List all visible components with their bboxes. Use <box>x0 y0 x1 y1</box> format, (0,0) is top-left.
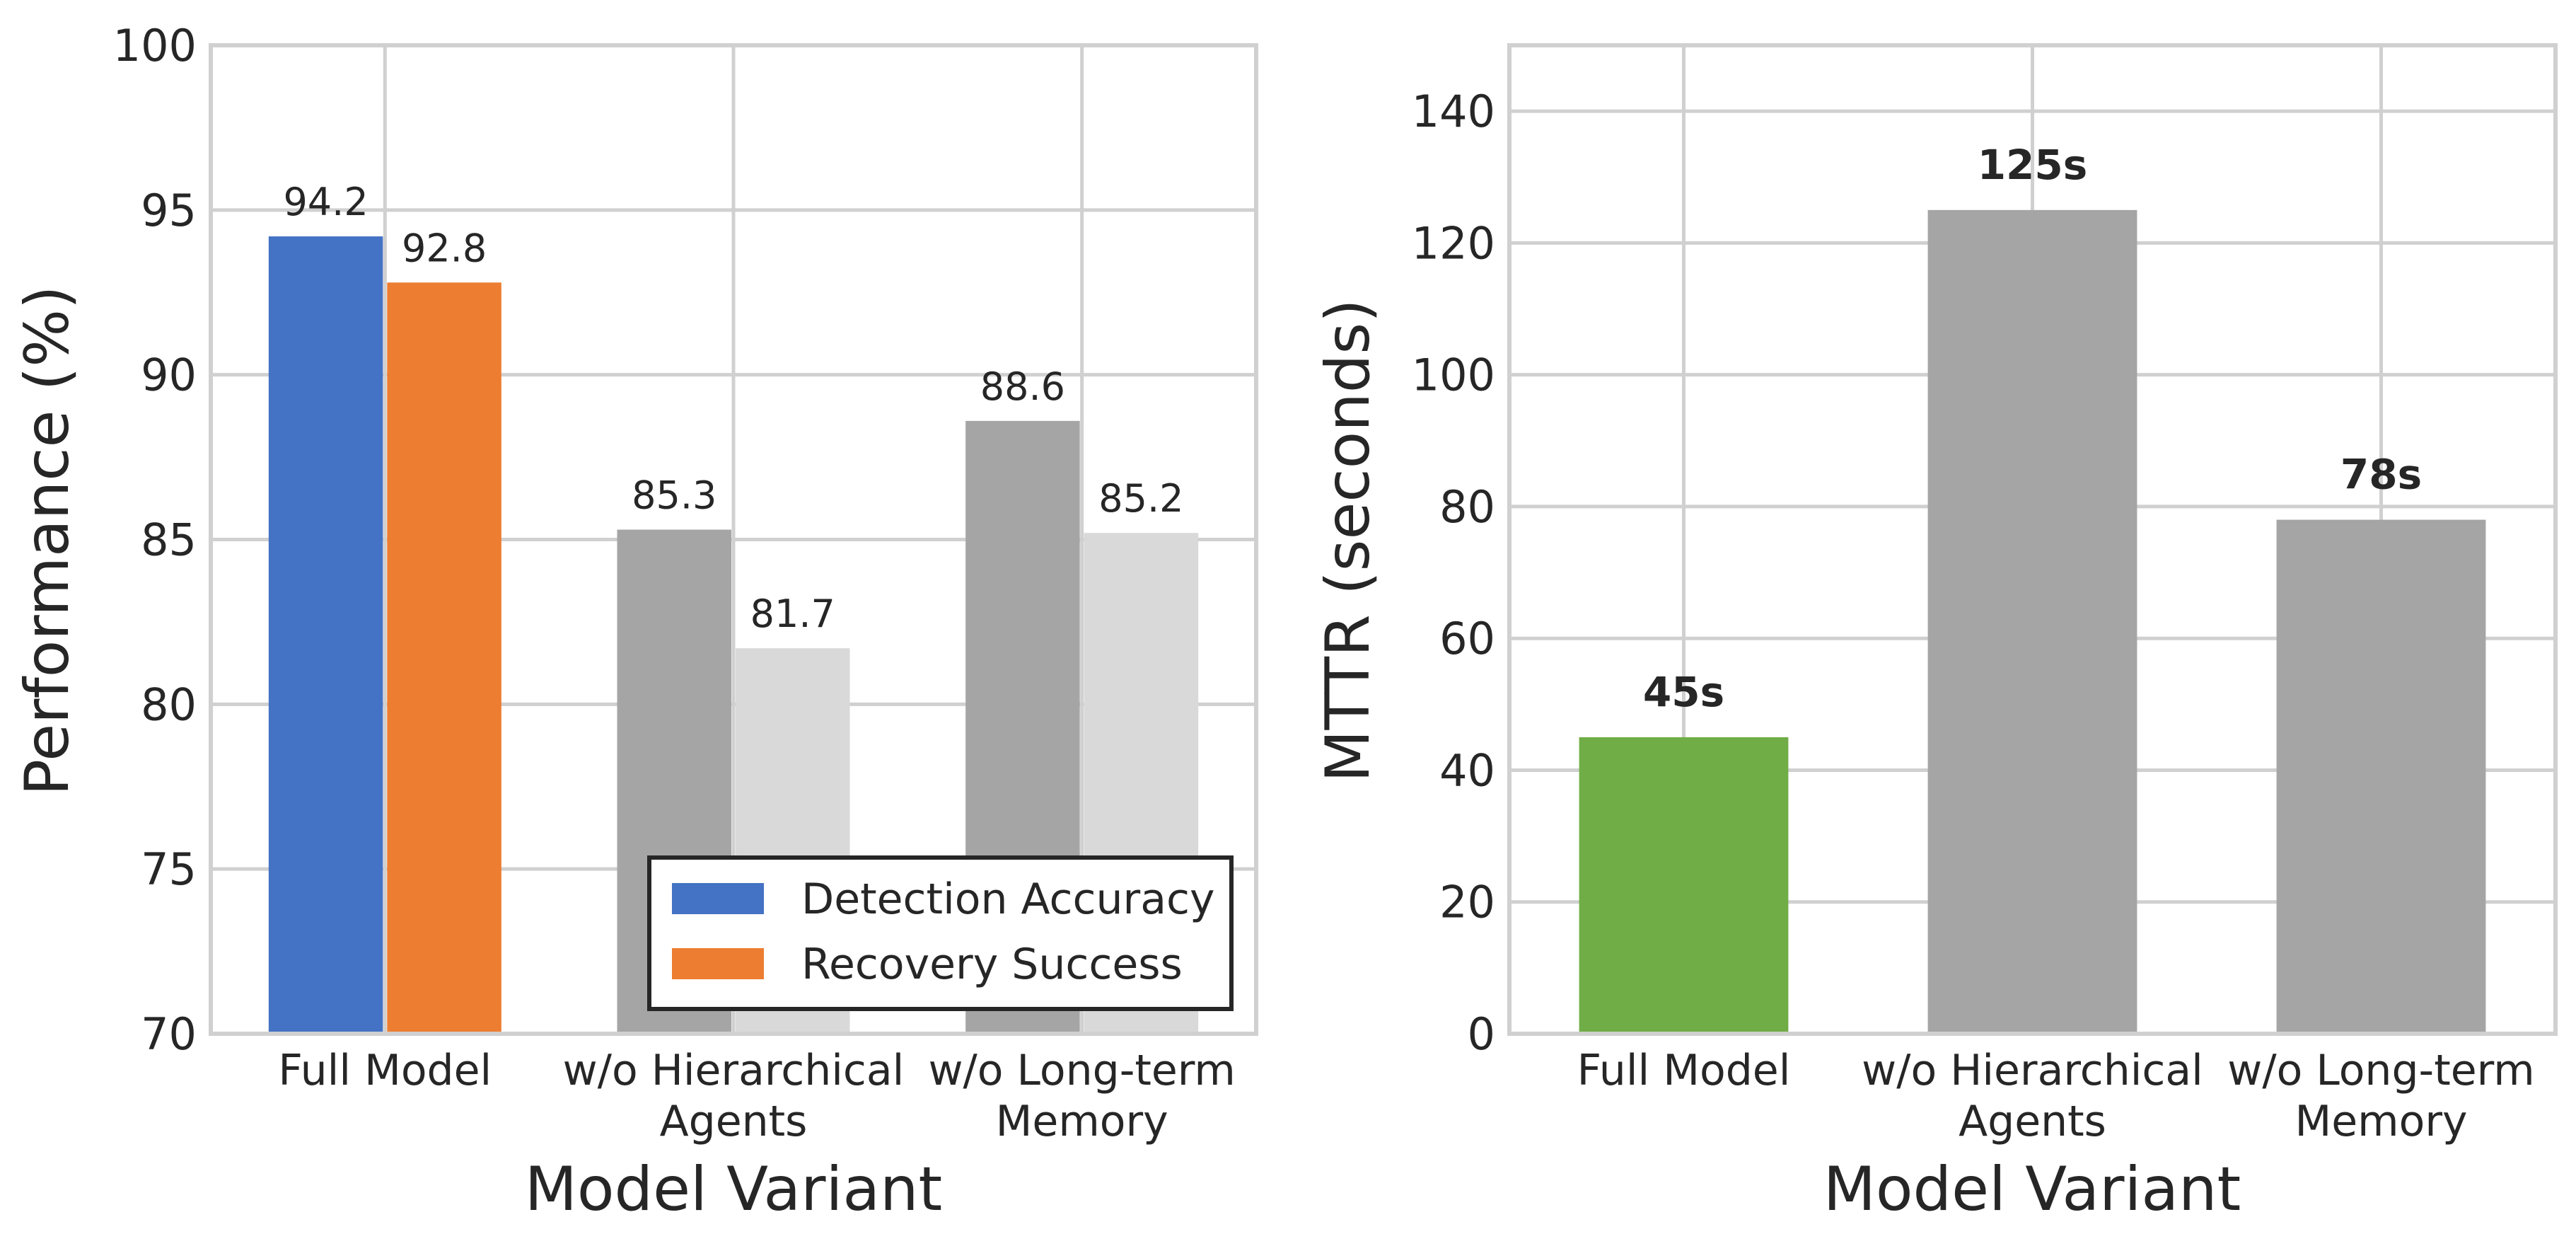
bar-value-label: 125s <box>1978 141 2088 189</box>
bars <box>1579 209 2486 1034</box>
axes-frame <box>209 43 1258 1036</box>
axes-frame <box>1507 43 2558 1036</box>
y-tick-label: 120 <box>1412 217 1495 269</box>
y-tick-label: 60 <box>1439 613 1495 664</box>
bar <box>387 282 501 1034</box>
bar <box>268 236 383 1034</box>
y-tick-label: 100 <box>1412 350 1495 401</box>
bar-value-label: 81.7 <box>750 592 835 636</box>
y-tick-label: 70 <box>141 1008 197 1060</box>
y-tick-label: 85 <box>141 514 197 566</box>
bar-labels: 94.2 85.3 88.6 92.8 81.7 85.2 <box>283 180 1183 636</box>
x-tick-label: w/o Long-term <box>2227 1046 2534 1095</box>
bar <box>2276 519 2486 1034</box>
bar-value-label: 85.3 <box>632 473 716 518</box>
y-tick-label: 20 <box>1439 877 1495 928</box>
x-axis-label: Model Variant <box>525 1154 943 1225</box>
x-tick-label: Full Model <box>278 1046 492 1095</box>
x-tick-label: w/o Hierarchical <box>563 1046 905 1095</box>
legend-swatch <box>672 883 764 914</box>
y-tick-label: 80 <box>141 679 197 730</box>
bar-value-label: 85.2 <box>1098 476 1183 521</box>
x-tick-label: Agents <box>660 1097 808 1146</box>
x-tick-label: Full Model <box>1577 1046 1791 1095</box>
bar <box>1579 737 1789 1034</box>
x-tick-label: w/o Hierarchical <box>1862 1046 2203 1095</box>
legend-label: Detection Accuracy <box>801 875 1214 924</box>
y-tick-label: 100 <box>113 20 197 71</box>
performance-chart: 94.2 85.3 88.6 92.8 81.7 85.2 70 75 80 85 90 95 100… <box>12 20 1258 1225</box>
bar <box>1927 209 2137 1034</box>
y-tick-label: 90 <box>141 350 197 401</box>
bar-value-label: 45s <box>1643 668 1724 716</box>
legend-swatch <box>672 948 764 979</box>
x-axis-label: Model Variant <box>1823 1154 2241 1225</box>
axes-border <box>209 43 1258 1036</box>
y-tick-label: 80 <box>1439 481 1495 533</box>
x-tick-label: Agents <box>1959 1097 2106 1146</box>
bar-labels: 45s 125s 78s <box>1643 141 2422 716</box>
y-axis-label: MTTR (seconds) <box>1313 299 1383 782</box>
y-tick-labels: 70 75 80 85 90 95 100 <box>113 20 197 1060</box>
mttr-chart: 45s 125s 78s 0 20 40 60 80 100 120 140 Full Model… <box>1313 43 2558 1225</box>
x-tick-label: Memory <box>2294 1097 2467 1146</box>
legend-label: Recovery Success <box>801 940 1183 989</box>
bar-value-label: 92.8 <box>402 226 487 270</box>
y-tick-label: 40 <box>1439 744 1495 796</box>
y-tick-label: 0 <box>1468 1008 1495 1060</box>
bar-value-label: 94.2 <box>283 180 368 224</box>
y-tick-label: 75 <box>141 843 197 895</box>
axes-border <box>1507 43 2558 1036</box>
y-tick-label: 95 <box>141 185 197 236</box>
y-axis-label: Performance (%) <box>12 285 83 795</box>
y-tick-labels: 0 20 40 60 80 100 120 140 <box>1412 86 1495 1060</box>
x-tick-label: w/o Long-term <box>928 1046 1235 1095</box>
x-tick-label: Memory <box>996 1097 1168 1146</box>
y-tick-label: 140 <box>1412 86 1495 137</box>
legend-box <box>647 855 1234 1011</box>
bar-value-label: 88.6 <box>980 364 1065 409</box>
bar-value-label: 78s <box>2340 451 2422 499</box>
